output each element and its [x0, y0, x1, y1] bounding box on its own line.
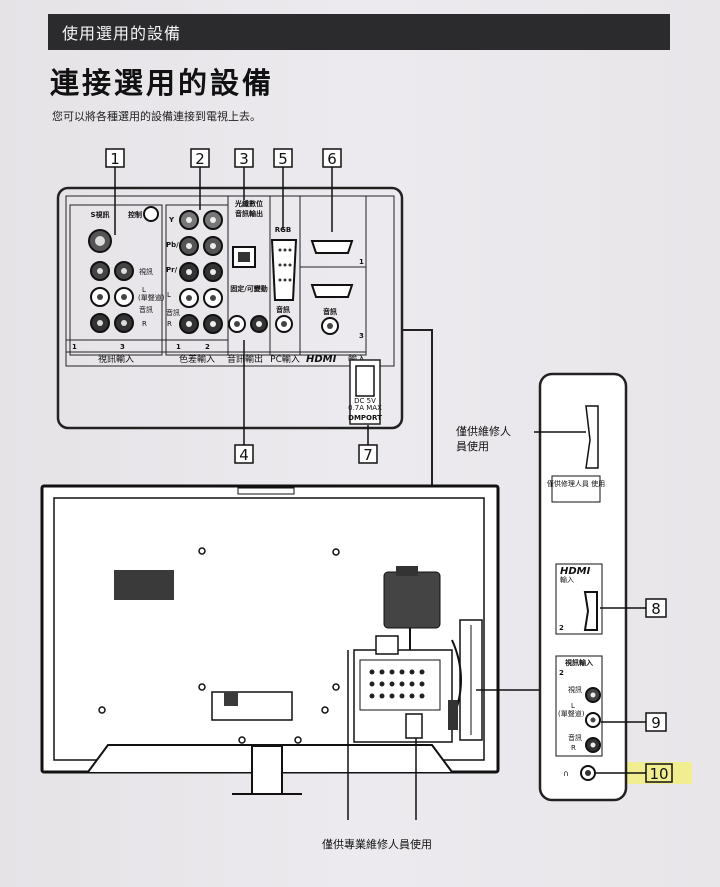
badge-8: 8 [645, 598, 667, 618]
svg-text:1: 1 [110, 150, 120, 168]
svg-text:音訊輸出: 音訊輸出 [235, 209, 263, 218]
svg-text:4: 4 [239, 446, 249, 464]
headphone-icon: ∩ [563, 769, 569, 778]
svg-text:色差輸入: 色差輸入 [179, 353, 215, 365]
tv-label-plate [114, 570, 174, 600]
video-input-section: S視訊 控制 視訊 L (單聲道) 音訊 R 1 3 [66, 204, 166, 365]
svg-text:S視訊: S視訊 [90, 210, 109, 219]
badge-9: 9 [645, 712, 667, 732]
dmport-adapter [383, 571, 441, 629]
svg-text:7: 7 [363, 446, 373, 464]
side-hdmi-port [583, 591, 598, 631]
svg-text:輸入: 輸入 [560, 575, 574, 584]
professional-service-callout: 僅供專業維修人員使用 [322, 838, 432, 851]
svg-text:Pr/ Cr: Pr/ Cr [166, 266, 189, 274]
svg-text:3: 3 [359, 332, 364, 340]
svg-text:1: 1 [72, 343, 77, 351]
control-jack [143, 206, 159, 222]
svg-text:音訊: 音訊 [323, 307, 337, 316]
tv-back [40, 484, 500, 795]
svg-text:視訊: 視訊 [139, 267, 153, 276]
svg-text:0.7A MAX: 0.7A MAX [348, 404, 382, 412]
svg-text:10: 10 [649, 765, 668, 783]
svg-text:光纖數位: 光纖數位 [234, 199, 263, 208]
svg-text:控制: 控制 [128, 210, 142, 219]
callout-lines-bottom [347, 650, 540, 820]
svg-text:PC輸入: PC輸入 [270, 353, 300, 365]
svg-text:R: R [142, 320, 147, 328]
svg-text:(單聲道): (單聲道) [138, 293, 165, 302]
tv-stand-neck [251, 745, 283, 795]
service-staff-callout: 僅供維修人 員使用 [456, 425, 511, 453]
page-title: 連接選用的設備 [50, 66, 275, 100]
svg-text:3: 3 [120, 343, 125, 351]
section-header-bar [48, 14, 670, 50]
badge-1: 1 [105, 148, 125, 168]
svg-text:音訊: 音訊 [276, 305, 290, 314]
svg-text:R: R [167, 320, 172, 328]
svg-text:HDMI: HDMI [560, 566, 591, 577]
svg-text:DMPORT: DMPORT [348, 414, 382, 422]
badge-7: 7 [358, 444, 378, 464]
svg-text:視訊輸入: 視訊輸入 [564, 658, 593, 667]
svg-text:音訊: 音訊 [166, 308, 180, 317]
optical-audio-out-section: 光纖數位 音訊輸出 固定/可變動 音訊輸出 [227, 195, 271, 365]
pc-input-section: RGB 音訊 PC輸入 [269, 195, 301, 365]
section-header-title: 使用選用的設備 [62, 24, 182, 43]
dmport-section: DC 5V 0.7A MAX DMPORT [348, 359, 382, 425]
side-panel: 僅供修理人員 使用 HDMI 輸入 2 視訊輸入 2 視訊 L (單聲道) 音訊… [534, 372, 646, 802]
rear-panel [56, 186, 404, 430]
svg-text:6: 6 [327, 150, 337, 168]
svg-text:(單聲道): (單聲道) [558, 709, 585, 718]
svg-text:視訊輸入: 視訊輸入 [98, 353, 134, 365]
vga-port [270, 239, 298, 301]
svg-text:HDMI: HDMI [306, 354, 337, 365]
svg-text:2: 2 [559, 624, 564, 632]
badge-10: 10 [645, 763, 673, 783]
svg-text:2: 2 [559, 669, 564, 677]
badge-4: 4 [234, 444, 254, 464]
svg-text:8: 8 [651, 600, 661, 618]
page-subtitle: 您可以將各種選用的設備連接到電視上去。 [52, 110, 261, 123]
badge-3: 3 [234, 148, 254, 168]
svg-text:1: 1 [359, 258, 364, 266]
hdmi-port-3 [310, 284, 354, 298]
hdmi-input-section: 1 音訊 3 HDMI 輸入 [299, 195, 367, 365]
svg-text:Y: Y [168, 216, 175, 224]
svg-text:DC 5V: DC 5V [354, 397, 376, 405]
badge-2: 2 [190, 148, 210, 168]
component-input-section: Y Pb/ Cb Pr/ Cr L 音訊 R 1 2 色差輸入 [165, 204, 229, 365]
svg-text:L: L [142, 286, 146, 294]
svg-text:L: L [167, 291, 171, 299]
svg-text:2: 2 [205, 343, 210, 351]
svg-text:3: 3 [239, 150, 249, 168]
svg-text:Pb/ Cb: Pb/ Cb [166, 241, 191, 249]
svg-text:音訊: 音訊 [139, 305, 153, 314]
callout-lines-top [114, 167, 369, 445]
svg-text:L: L [571, 702, 575, 710]
svg-text:視訊: 視訊 [568, 685, 582, 694]
hdmi-port-1 [310, 240, 354, 254]
svg-text:9: 9 [651, 714, 661, 732]
badge-5: 5 [273, 148, 293, 168]
badge-6: 6 [322, 148, 342, 168]
svg-text:音訊輸出: 音訊輸出 [227, 353, 263, 365]
svg-text:RGB: RGB [275, 226, 291, 234]
svg-text:R: R [571, 744, 576, 752]
svg-text:1: 1 [176, 343, 181, 351]
svg-text:僅供修理人員 使用: 僅供修理人員 使用 [547, 479, 605, 488]
svg-text:2: 2 [195, 150, 205, 168]
svg-text:音訊: 音訊 [568, 733, 582, 742]
svg-text:固定/可變動: 固定/可變動 [230, 284, 268, 293]
svg-text:5: 5 [278, 150, 288, 168]
